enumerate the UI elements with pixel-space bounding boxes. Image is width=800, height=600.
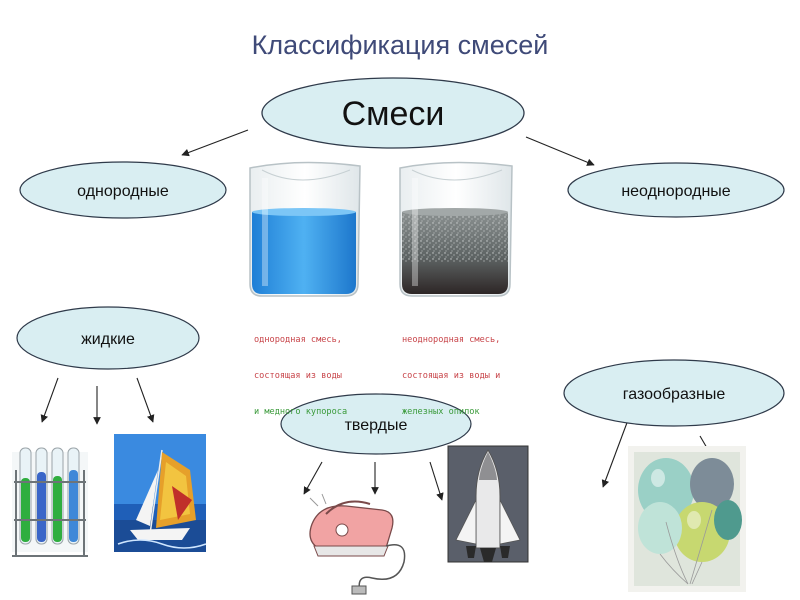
arrow-root-homogeneous: [181, 129, 249, 157]
balloons-image: [628, 446, 746, 592]
node-root-label: Смеси: [342, 95, 445, 133]
node-gaseous: газообразные: [563, 359, 785, 427]
node-solid: твердые: [280, 393, 472, 455]
caption-homogeneous-line2: состоящая из воды: [254, 371, 342, 381]
arrow-solid-3: [429, 461, 444, 501]
arrow-root-heterogeneous: [525, 136, 595, 166]
caption-heterogeneous-line1: неоднородная смесь,: [402, 335, 501, 345]
arrows: [40, 129, 708, 501]
blue-beaker-image: [249, 161, 361, 297]
sailboat-image: [114, 434, 207, 552]
arrow-liquid-1: [40, 377, 59, 423]
node-root: Смеси: [261, 77, 525, 149]
node-homogeneous: однородные: [19, 161, 227, 219]
space-shuttle-image: [447, 445, 529, 563]
caption-homogeneous: однородная смесь, состоящая из воды и ме…: [254, 310, 347, 442]
caption-heterogeneous-line3: железных опилок: [402, 407, 480, 417]
arrow-gaseous-1: [601, 419, 629, 488]
iron-image: [309, 493, 406, 595]
node-heterogeneous-label: неоднородные: [621, 183, 730, 200]
node-homogeneous-label: однородные: [77, 183, 169, 200]
arrow-solid-1: [303, 461, 323, 495]
caption-homogeneous-line1: однородная смесь,: [254, 335, 342, 345]
node-gaseous-label: газообразные: [623, 386, 726, 403]
node-solid-label: твердые: [345, 417, 408, 434]
test-tubes-image: [12, 447, 88, 557]
iron-filings-beaker-image: [399, 161, 513, 297]
node-heterogeneous: неоднородные: [567, 162, 785, 218]
caption-homogeneous-line3: и медного купороса: [254, 407, 348, 417]
page-title: Классификация смесей: [251, 30, 549, 60]
arrow-liquid-3: [136, 377, 155, 423]
caption-heterogeneous: неоднородная смесь, состоящая из воды и …: [402, 310, 500, 442]
caption-heterogeneous-line2: состоящая из воды и: [402, 371, 501, 381]
node-liquid: жидкие: [16, 306, 200, 370]
node-liquid-label: жидкие: [81, 331, 135, 348]
